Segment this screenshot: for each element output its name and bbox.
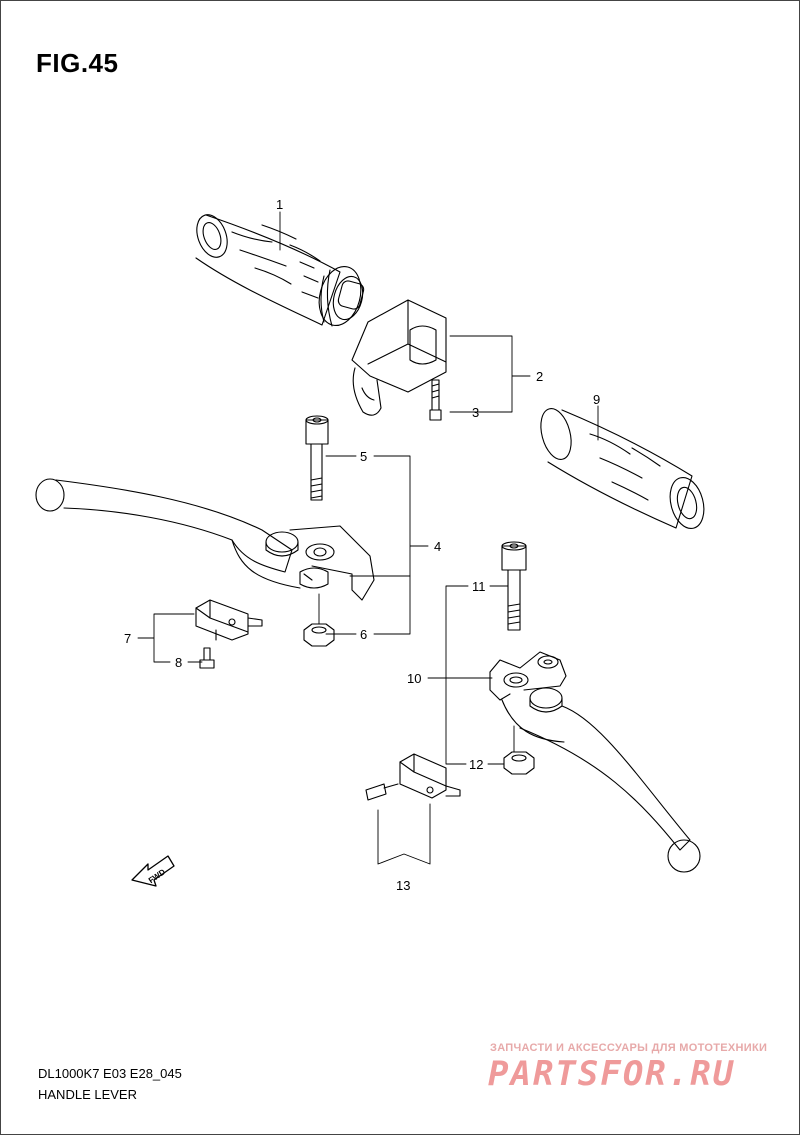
- callout-6: 6: [360, 627, 367, 642]
- part-throttle-housing[interactable]: [351, 299, 447, 416]
- part-housing-screw[interactable]: [429, 379, 442, 421]
- model-code: DL1000K7 E03 E28_045: [38, 1066, 182, 1081]
- callout-labels: 1 2 3 4 5 6 7 8 9 10 11 12 13 FWD: [124, 197, 600, 893]
- callout-5: 5: [360, 449, 367, 464]
- fwd-arrow-icon: [131, 855, 175, 887]
- watermark-tagline: ЗАПЧАСТИ И АКСЕССУАРЫ ДЛЯ МОТОТЕХНИКИ: [490, 1042, 768, 1054]
- callout-9: 9: [593, 392, 600, 407]
- callout-11: 11: [472, 579, 486, 594]
- part-brake-lever[interactable]: [489, 651, 701, 873]
- callout-1: 1: [276, 197, 283, 212]
- callout-2: 2: [536, 369, 543, 384]
- part-nut-left[interactable]: [303, 623, 335, 647]
- part-clutch-lever[interactable]: [35, 478, 375, 601]
- callout-8: 8: [175, 655, 182, 670]
- callout-12: 12: [469, 757, 483, 772]
- part-nut-right[interactable]: [503, 751, 535, 775]
- callout-13: 13: [396, 878, 410, 893]
- callout-4: 4: [434, 539, 441, 554]
- part-brake-switch[interactable]: [365, 753, 461, 801]
- figure-name: HANDLE LEVER: [38, 1087, 137, 1102]
- callout-3: 3: [472, 405, 479, 420]
- callout-7: 7: [124, 631, 131, 646]
- part-right-grip[interactable]: [536, 405, 709, 532]
- figure-title: FIG.45: [36, 48, 119, 78]
- part-pivot-bolt-right[interactable]: [501, 541, 527, 631]
- callout-10: 10: [407, 671, 421, 686]
- watermark-logo: PARTSFOR.RU: [488, 1054, 736, 1094]
- leader-lines: [137, 211, 599, 865]
- fwd-arrow-label: FWD: [147, 867, 167, 885]
- part-switch-screw-left[interactable]: [199, 647, 215, 669]
- part-pivot-bolt-left[interactable]: [305, 415, 329, 501]
- part-clutch-switch[interactable]: [195, 599, 263, 641]
- part-throttle-grip[interactable]: [191, 211, 367, 331]
